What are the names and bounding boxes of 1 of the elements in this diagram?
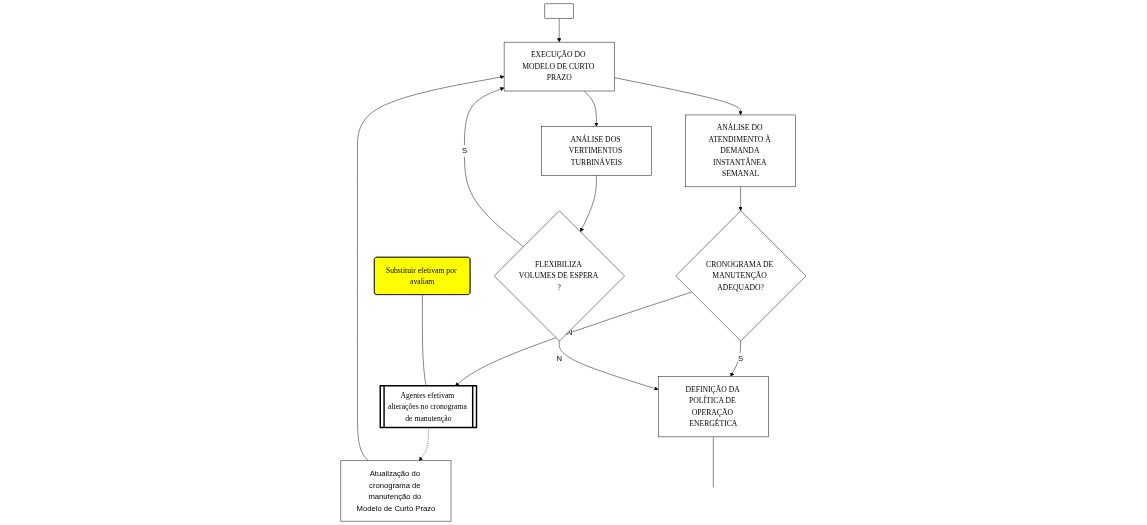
node-box [544, 3, 574, 19]
